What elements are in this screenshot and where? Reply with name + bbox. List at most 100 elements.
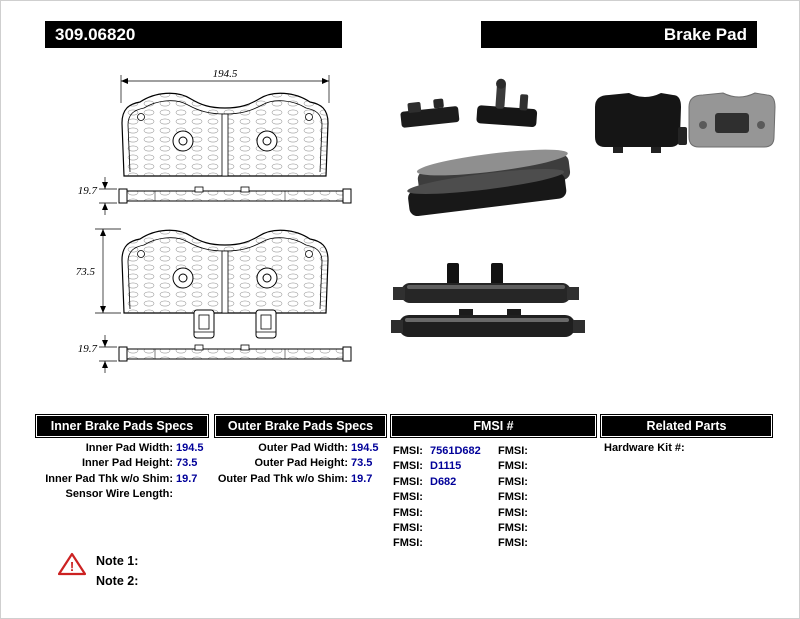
spec-row: Inner Pad Thk w/o Shim:19.7 (36, 472, 208, 487)
spec-label: Outer Pad Thk w/o Shim: (217, 472, 348, 485)
fmsi-row: FMSI: (393, 521, 481, 536)
fmsi-label: FMSI: (498, 537, 528, 550)
wear-sensor-clips (193, 309, 277, 339)
dim-pad-thickness-top: 19.7 (78, 185, 98, 197)
spec-row: Inner Pad Height:73.5 (36, 456, 208, 471)
fmsi-row: FMSI: (393, 536, 481, 551)
outer-specs-table: Outer Pad Width:194.5 Outer Pad Height:7… (215, 441, 386, 487)
spec-value: 73.5 (351, 457, 373, 470)
fmsi-row: FMSI: (498, 536, 535, 551)
spec-row: Outer Pad Width:194.5 (215, 441, 386, 456)
part-number: 309.06820 (45, 21, 342, 48)
fmsi-value: 7561D682 (430, 445, 481, 457)
product-photos (391, 78, 776, 337)
fmsi-row: FMSI: (393, 490, 481, 505)
fmsi-row: FMSI: (393, 506, 481, 521)
pad-front-view-2 (121, 229, 329, 314)
dim-pad-width: 194.5 (213, 68, 238, 80)
fmsi-value (532, 491, 535, 503)
product-type-title: Brake Pad (481, 21, 757, 48)
fmsi-label: FMSI: (393, 475, 423, 488)
note-2-label: Note 2: (96, 574, 139, 588)
related-parts-header: Related Parts (600, 414, 773, 438)
fmsi-table-left: FMSI: 7561D682 FMSI: D1115 FMSI: D682 FMSI:… (393, 444, 481, 552)
spec-row: Sensor Wire Length: (36, 487, 208, 502)
spec-label: Outer Pad Height: (254, 457, 348, 470)
fmsi-row: FMSI: D682 (393, 475, 481, 490)
fmsi-row: FMSI: (498, 506, 535, 521)
spec-row: Outer Pad Height:73.5 (215, 456, 386, 471)
related-parts-table: Hardware Kit #: (604, 441, 688, 456)
fmsi-value (427, 507, 430, 519)
inner-specs-header: Inner Brake Pads Specs (35, 414, 209, 438)
spec-label: Sensor Wire Length: (65, 488, 173, 501)
spec-value: 19.7 (176, 472, 198, 485)
fmsi-row: FMSI: (498, 490, 535, 505)
spec-value: 194.5 (351, 442, 379, 454)
photo-pads-edge-view (391, 263, 585, 337)
fmsi-value (532, 507, 535, 519)
warning-icon: ! (57, 552, 87, 581)
dim-pad-thickness-bottom: 19.7 (78, 343, 98, 355)
spec-value: 194.5 (176, 442, 204, 454)
fmsi-label: FMSI: (393, 445, 423, 457)
fmsi-row: FMSI: D1115 (393, 459, 481, 474)
note-1-label: Note 1: (96, 554, 139, 568)
technical-drawing: 194.5 19.7 (76, 68, 352, 373)
spec-value: 73.5 (176, 457, 198, 470)
warning-glyph: ! (70, 559, 74, 574)
fmsi-row: FMSI: (498, 475, 535, 490)
fmsi-value (427, 537, 430, 549)
fmsi-value (532, 476, 535, 488)
fmsi-header: FMSI # (390, 414, 597, 438)
spec-row: Inner Pad Width:194.5 (36, 441, 208, 456)
fmsi-label: FMSI: (393, 506, 423, 519)
height-dimension: 73.5 (76, 228, 121, 314)
spec-label: Inner Pad Thk w/o Shim: (45, 472, 173, 485)
spec-value: 19.7 (351, 472, 373, 485)
fmsi-label: FMSI: (498, 475, 528, 488)
fmsi-table-right: FMSI: FMSI: FMSI: FMSI: FMSI: FMSI: FMSI… (498, 444, 535, 552)
spec-label: Hardware Kit #: (604, 442, 685, 454)
fmsi-label: FMSI: (393, 491, 423, 504)
outer-specs-header: Outer Brake Pads Specs (214, 414, 387, 438)
width-dimension: 194.5 (120, 68, 330, 103)
thickness-dimension-top: 19.7 (78, 177, 117, 215)
fmsi-label: FMSI: (498, 521, 528, 534)
spec-value (173, 488, 176, 500)
dim-pad-height: 73.5 (76, 266, 96, 278)
fmsi-value (427, 491, 430, 503)
fmsi-label: FMSI: (393, 521, 423, 534)
fmsi-row: FMSI: (498, 444, 535, 459)
fmsi-value (532, 445, 535, 457)
fmsi-label: FMSI: (393, 460, 423, 473)
fmsi-label: FMSI: (498, 506, 528, 519)
fmsi-row: FMSI: 7561D682 (393, 444, 481, 459)
fmsi-row: FMSI: (498, 459, 535, 474)
pad-front-view-1 (121, 92, 329, 177)
fmsi-value (532, 537, 535, 549)
inner-specs-table: Inner Pad Width:194.5 Inner Pad Height:7… (36, 441, 208, 503)
thickness-dimension-bottom: 19.7 (78, 335, 117, 373)
fmsi-value: D682 (430, 475, 457, 488)
fmsi-label: FMSI: (498, 445, 528, 457)
spec-label: Outer Pad Width: (258, 442, 348, 454)
fmsi-row: FMSI: (498, 521, 535, 536)
fmsi-value (427, 522, 430, 534)
warning-triangle-icon: ! (57, 552, 87, 576)
spec-row: Hardware Kit #: (604, 441, 688, 456)
fmsi-label: FMSI: (393, 537, 423, 550)
pad-side-view-2 (118, 344, 352, 362)
fmsi-value: D1115 (430, 460, 462, 473)
photo-pads-with-hardware (400, 78, 571, 217)
spec-row: Outer Pad Thk w/o Shim:19.7 (215, 472, 386, 487)
spec-value (685, 442, 688, 454)
spec-label: Inner Pad Height: (81, 457, 173, 470)
pad-side-view-1 (118, 186, 352, 204)
spec-label: Inner Pad Width: (85, 442, 173, 454)
fmsi-value (532, 460, 535, 472)
photo-pad-front-back (595, 92, 776, 153)
fmsi-label: FMSI: (498, 460, 528, 473)
fmsi-label: FMSI: (498, 491, 528, 504)
